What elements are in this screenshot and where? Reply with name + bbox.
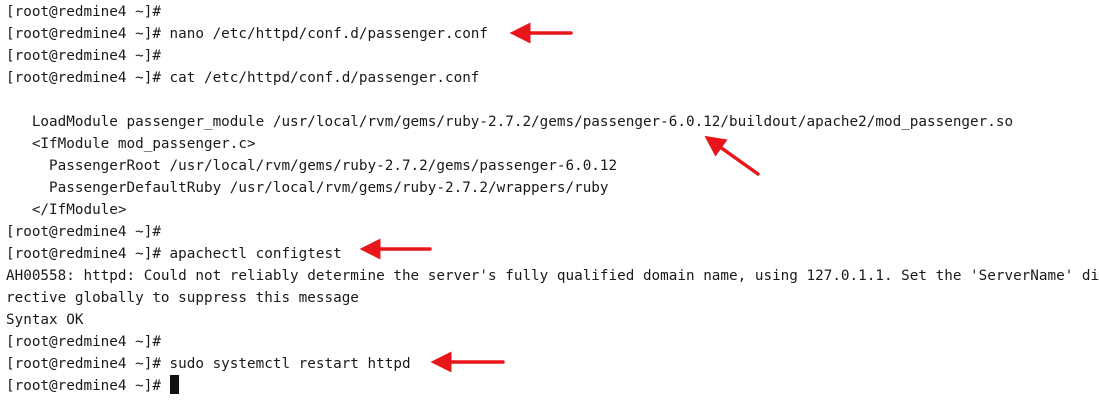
terminal-prompt: [root@redmine4 ~]# [6,378,170,394]
terminal-line-13: AH00558: httpd: Could not reliably deter… [6,268,1099,284]
terminal-line-6: LoadModule passenger_module /usr/local/r… [6,114,1014,130]
terminal-line-7: <IfModule mod_passenger.c> [6,136,256,152]
block-cursor [169,375,179,394]
terminal-line-16: [root@redmine4 ~]# [6,334,161,350]
terminal-line-14: rective globally to suppress this messag… [6,290,359,306]
terminal-line-2: [root@redmine4 ~]# nano /etc/httpd/conf.… [6,26,489,42]
terminal-prompt-line[interactable]: [root@redmine4 ~]# [6,375,179,397]
terminal-line-11: [root@redmine4 ~]# [6,224,161,240]
terminal-line-1: [root@redmine4 ~]# [6,4,161,20]
terminal-line-12: [root@redmine4 ~]# apachectl configtest [6,246,342,262]
terminal-line-15: Syntax OK [6,312,84,328]
terminal-line-10: </IfModule> [6,202,127,218]
terminal-line-17: [root@redmine4 ~]# sudo systemctl restar… [6,356,411,372]
terminal-line-3: [root@redmine4 ~]# [6,48,161,64]
terminal-line-4: [root@redmine4 ~]# cat /etc/httpd/conf.d… [6,70,480,86]
terminal-line-8: PassengerRoot /usr/local/rvm/gems/ruby-2… [6,158,618,174]
red-arrow-icon [704,135,760,176]
terminal-line-9: PassengerDefaultRuby /usr/local/rvm/gems… [6,180,609,196]
